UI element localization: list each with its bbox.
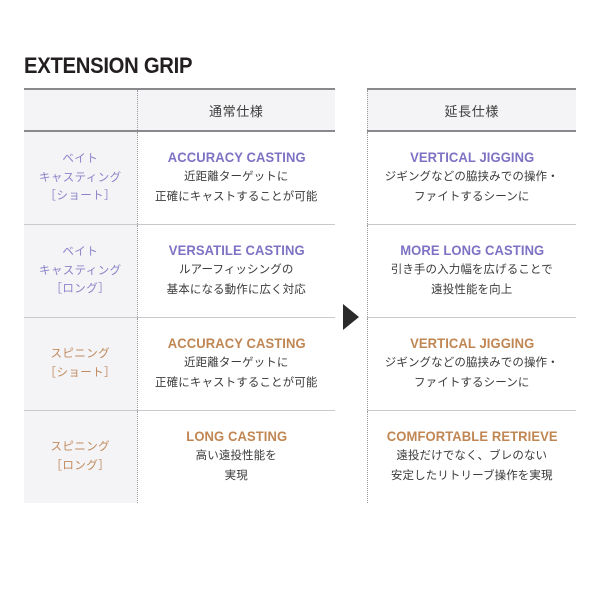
row-label-line: ［ショート］ bbox=[44, 190, 116, 203]
spec-description: ジギングなどの脇挟みでの操作・ ファイトするシーンに bbox=[368, 354, 577, 393]
page-title: EXTENSION GRIP bbox=[24, 53, 193, 78]
desc-line: ファイトするシーンに bbox=[414, 376, 530, 389]
spec-headline: ACCURACY CASTING bbox=[167, 149, 306, 166]
desc-line: ルアーフィッシングの bbox=[179, 264, 294, 277]
row-label-cell: ベイト キャスティング ［ショート］ bbox=[24, 131, 138, 225]
desc-line: ジギングなどの脇挟みでの操作・ bbox=[384, 357, 559, 370]
row-label-line: スピニング bbox=[50, 348, 110, 361]
table-row: ベイト キャスティング ［ショート］ ACCURACY CASTING 近距離タ… bbox=[24, 131, 577, 503]
spec-description: ジギングなどの脇挟みでの操作・ ファイトするシーンに bbox=[368, 168, 577, 207]
row-label-line: ［ロング］ bbox=[50, 460, 110, 472]
spec-description: 引き手の入力幅を広げることで 遠投性能を向上 bbox=[368, 261, 577, 300]
extension-spec-cell: COMFORTABLE RETRIEVE 遠投だけでなく、ブレのない 安定したリ… bbox=[366, 410, 577, 503]
spec-description: ルアーフィッシングの 基本になる動作に広く対応 bbox=[138, 261, 336, 300]
desc-line: 基本になる動作に広く対応 bbox=[166, 283, 306, 296]
desc-line: 正確にキャストすることが可能 bbox=[155, 190, 318, 203]
normal-spec-cell: ACCURACY CASTING 近距離ターゲットに 正確にキャストすることが可… bbox=[137, 131, 335, 225]
desc-line: 実現 bbox=[224, 469, 248, 482]
row-label-cell: ベイト キャスティング ［ロング］ bbox=[24, 224, 138, 318]
spec-description: 近距離ターゲットに 正確にキャストすることが可能 bbox=[138, 168, 336, 207]
row-label-cell: スピニング ［ショート］ bbox=[24, 317, 138, 411]
desc-line: 遠投性能を向上 bbox=[431, 283, 513, 296]
row-label-line: ベイト bbox=[62, 153, 99, 166]
header-normal-spec: 通常仕様 bbox=[137, 88, 335, 132]
triangle-right-icon bbox=[342, 304, 359, 330]
normal-spec-cell: ACCURACY CASTING 近距離ターゲットに 正確にキャストすることが可… bbox=[137, 317, 336, 411]
desc-line: 高い遠投性能を bbox=[195, 450, 277, 463]
extension-spec-cell: VERTICAL JIGGING ジギングなどの脇挟みでの操作・ ファイトするシ… bbox=[366, 317, 577, 411]
spec-headline: VERSATILE CASTING bbox=[168, 242, 305, 259]
desc-line: ジギングなどの脇挟みでの操作・ bbox=[384, 171, 559, 184]
arrow-column bbox=[335, 131, 367, 503]
spec-headline: ACCURACY CASTING bbox=[167, 335, 306, 352]
desc-line: 正確にキャストすることが可能 bbox=[155, 376, 318, 389]
normal-spec-cell: VERSATILE CASTING ルアーフィッシングの 基本になる動作に広く対… bbox=[137, 224, 336, 318]
table-row: ベイト キャスティング ［ロング］ VERSATILE CASTING ルアーフ… bbox=[24, 224, 577, 318]
table-row: スピニング ［ロング］ LONG CASTING 高い遠投性能を 実現 COMF… bbox=[24, 410, 577, 503]
normal-spec-cell: LONG CASTING 高い遠投性能を 実現 bbox=[137, 410, 336, 503]
desc-line: 遠投だけでなく、ブレのない bbox=[396, 450, 548, 463]
header-extension-spec: 延長仕様 bbox=[366, 88, 576, 132]
spec-headline: COMFORTABLE RETRIEVE bbox=[386, 428, 558, 445]
header-arrow-gap bbox=[335, 89, 367, 131]
spec-headline: LONG CASTING bbox=[185, 428, 287, 445]
extension-spec-cell: VERTICAL JIGGING ジギングなどの脇挟みでの操作・ ファイトするシ… bbox=[366, 131, 577, 225]
desc-line: 引き手の入力幅を広げることで bbox=[390, 264, 553, 277]
table-body: ベイト キャスティング ［ショート］ ACCURACY CASTING 近距離タ… bbox=[24, 131, 576, 503]
row-label-line: キャスティング bbox=[38, 264, 122, 277]
desc-line: 安定したリトリーブ操作を実現 bbox=[390, 469, 553, 482]
desc-line: 近距離ターゲットに bbox=[184, 357, 289, 370]
row-label-line: ［ロング］ bbox=[50, 283, 110, 296]
header-label-col bbox=[24, 88, 138, 132]
spec-headline: VERTICAL JIGGING bbox=[409, 335, 534, 352]
row-label-line: キャスティング bbox=[38, 171, 122, 184]
desc-line: 近距離ターゲットに bbox=[184, 171, 289, 184]
spec-description: 高い遠投性能を 実現 bbox=[138, 447, 336, 486]
table-row: スピニング ［ショート］ ACCURACY CASTING 近距離ターゲットに … bbox=[24, 317, 577, 411]
spec-description: 遠投だけでなく、ブレのない 安定したリトリーブ操作を実現 bbox=[368, 447, 577, 486]
row-label-line: ［ショート］ bbox=[44, 367, 116, 379]
spec-headline: MORE LONG CASTING bbox=[399, 242, 544, 259]
desc-line: ファイトするシーンに bbox=[414, 190, 530, 203]
table-header-row: 通常仕様 延長仕様 bbox=[24, 88, 576, 132]
row-label-cell: スピニング ［ロング］ bbox=[24, 410, 138, 503]
spec-description: 近距離ターゲットに 正確にキャストすることが可能 bbox=[138, 354, 336, 393]
row-label-line: スピニング bbox=[50, 441, 110, 454]
spec-headline: VERTICAL JIGGING bbox=[409, 149, 534, 166]
extension-spec-cell: MORE LONG CASTING 引き手の入力幅を広げることで 遠投性能を向上 bbox=[366, 224, 577, 318]
row-label-line: ベイト bbox=[62, 246, 99, 259]
extension-grip-table: 通常仕様 延長仕様 ベイト キャスティング ［ショート］ ACCURACY CA… bbox=[24, 88, 576, 503]
